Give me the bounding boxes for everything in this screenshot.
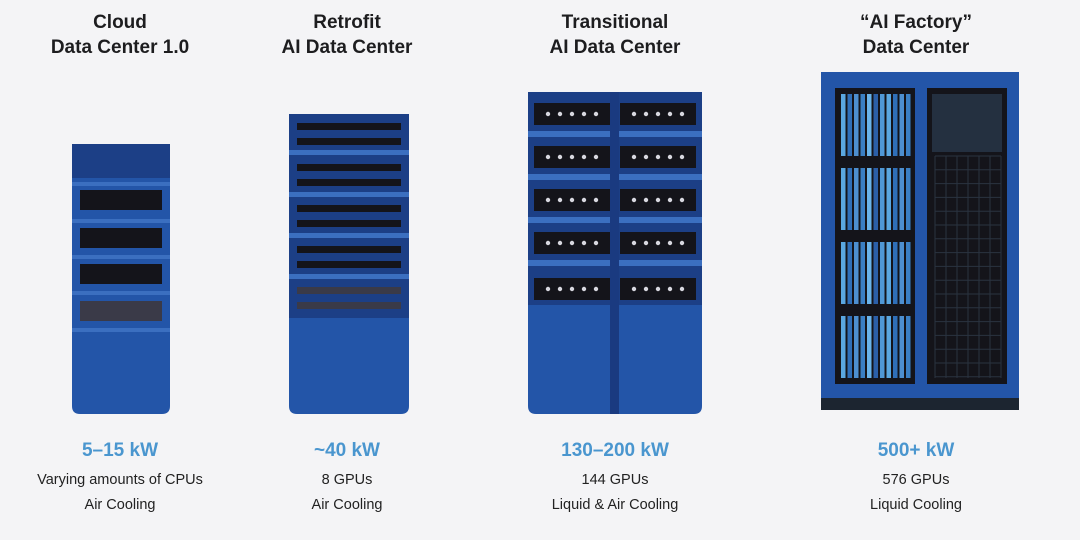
tier-power: ~40 kW: [313, 440, 380, 461]
tier-title-line1: Cloud: [93, 12, 147, 33]
tier-cooling: Liquid & Air Cooling: [551, 497, 679, 513]
tier-title-line2: AI Data Center: [281, 37, 413, 58]
tier-cooling: Air Cooling: [311, 497, 383, 513]
tier-title-line1: “AI Factory”: [860, 12, 972, 33]
tier-title-line1: Transitional: [561, 12, 669, 33]
tier-title-line2: Data Center 1.0: [50, 37, 190, 58]
cloud-rack-illustration: [72, 144, 170, 414]
transitional-rack-illustration: [528, 92, 702, 414]
tier-title-line1: Retrofit: [313, 12, 381, 33]
tier-title-line2: Data Center: [862, 37, 970, 58]
tier-compute: 576 GPUs: [882, 472, 950, 488]
tier-compute: 8 GPUs: [321, 472, 373, 488]
tier-title-line2: AI Data Center: [549, 37, 681, 58]
tier-power: 500+ kW: [877, 440, 955, 461]
ai-factory-rack-illustration: [821, 72, 1019, 410]
tier-compute: Varying amounts of CPUs: [37, 472, 203, 488]
retrofit-rack-illustration: [289, 114, 409, 414]
tier-compute: 144 GPUs: [581, 472, 649, 488]
tier-power: 130–200 kW: [561, 440, 669, 461]
tier-cooling: Air Cooling: [84, 497, 156, 513]
tier-cooling: Liquid Cooling: [870, 497, 962, 513]
tier-power: 5–15 kW: [81, 440, 159, 461]
